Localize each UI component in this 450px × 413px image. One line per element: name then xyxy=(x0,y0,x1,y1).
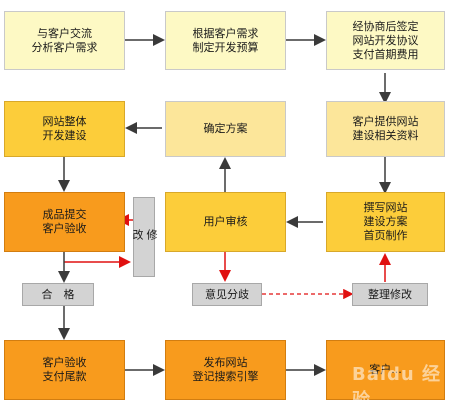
step-publish-website: 发布网站 登记搜索引擎 xyxy=(165,340,286,400)
step-client-materials: 客户提供网站 建设相关资料 xyxy=(326,101,445,157)
label-revise: 整理修改 xyxy=(352,283,428,306)
label-modify: 修 改 xyxy=(131,197,158,277)
step-final-payment: 客户验收 支付尾款 xyxy=(4,340,125,400)
step-client-review: 用户审核 xyxy=(165,192,286,252)
step-development: 网站整体 开发建设 xyxy=(4,101,125,157)
step-final: 客户... xyxy=(326,340,445,400)
step-sign-contract: 经协商后签定 网站开发协议 支付首期费用 xyxy=(326,11,445,70)
step-budget: 根据客户需求 制定开发预算 xyxy=(165,11,286,70)
step-write-proposal: 撰写网站 建设方案 首页制作 xyxy=(326,192,445,252)
watermark: Baidu 经验 xyxy=(352,364,442,411)
step-confirm-plan: 确定方案 xyxy=(165,101,286,157)
label-disagreement: 意见分歧 xyxy=(192,283,262,306)
label-qualified: 合 格 xyxy=(22,283,94,306)
step-communicate-requirements: 与客户交流 分析客户需求 xyxy=(4,11,125,70)
step-submit-for-acceptance: 成品提交 客户验收 xyxy=(4,192,125,252)
